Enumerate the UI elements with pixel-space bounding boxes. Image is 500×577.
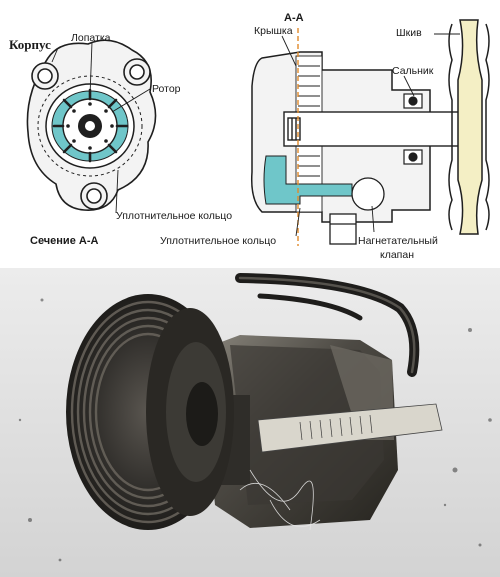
seal-ring-dashes	[37, 75, 143, 177]
label-rotor: Ротор	[152, 83, 181, 95]
left-leaders	[51, 41, 151, 214]
pump-photo	[0, 268, 500, 577]
fluid-passage	[263, 155, 353, 205]
label-section-aa: Сечение А-А	[30, 235, 98, 247]
right-section-view: А-А Крышка Шкив Сальник Уплотнительное к…	[160, 12, 490, 261]
shaft	[283, 111, 471, 147]
pulley	[448, 19, 490, 235]
label-cover: Крышка	[254, 25, 293, 37]
pressure-pipe	[235, 273, 420, 377]
pulley-photo	[66, 294, 234, 530]
label-oil-seal: Сальник	[392, 65, 434, 77]
oil-seal	[403, 93, 423, 165]
loose-wires	[239, 469, 321, 531]
label-pulley: Шкив	[396, 27, 422, 39]
left-section-view: Корпус Лопатка Ротор Уплотнительное коль…	[9, 32, 232, 247]
right-leaders	[281, 33, 460, 237]
floor-specks	[18, 298, 492, 562]
vane-slot-dots	[66, 102, 114, 150]
pressure-valve	[329, 177, 385, 245]
label-vane: Лопатка	[71, 32, 111, 44]
label-pressure-valve-2: клапан	[380, 249, 414, 261]
label-section-mark: А-А	[284, 12, 304, 24]
torn-label-strip	[257, 403, 443, 453]
label-seal-ring-right: Уплотнительное кольцо	[160, 235, 276, 247]
label-pressure-valve-1: Нагнетательный	[358, 235, 438, 247]
label-housing: Корпус	[9, 37, 51, 52]
label-seal-ring-left: Уплотнительное кольцо	[116, 210, 232, 222]
